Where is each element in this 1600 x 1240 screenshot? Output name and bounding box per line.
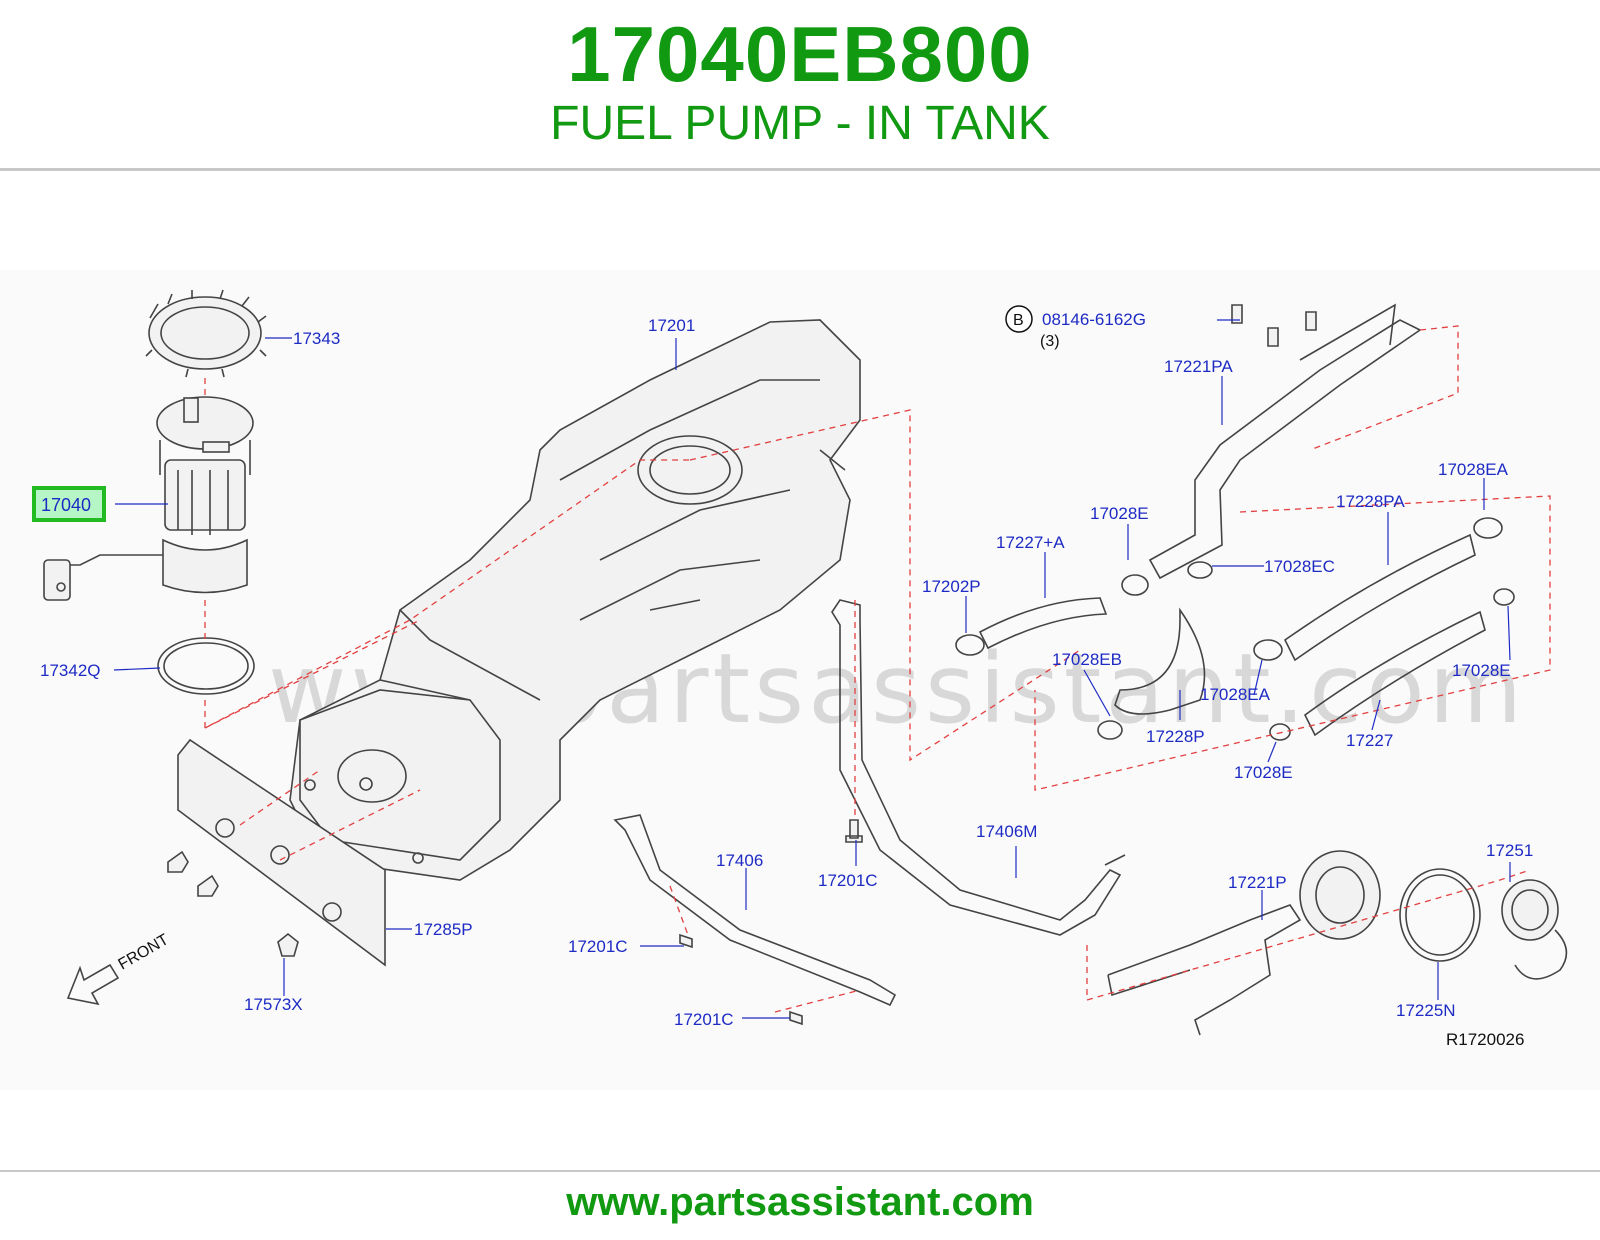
- bolts-drawing: [679, 304, 1317, 1026]
- callout-17201C-mid[interactable]: 17201C: [818, 871, 878, 890]
- footer-divider: [0, 1170, 1600, 1172]
- heat-shield-drawing: [177, 738, 386, 967]
- clips-drawing: [167, 850, 299, 957]
- callout-17028EA-top[interactable]: 17028EA: [1438, 460, 1509, 479]
- callout-17028E-bottom[interactable]: 17028E: [1234, 763, 1293, 782]
- fuel-cap-drawing: [1501, 879, 1568, 980]
- callout-17251[interactable]: 17251: [1486, 841, 1533, 860]
- callout-17228PA[interactable]: 17228PA: [1336, 492, 1405, 511]
- hoses-drawing: [955, 517, 1515, 741]
- callout-17028EA-mid[interactable]: 17028EA: [1200, 685, 1271, 704]
- callout-17227A[interactable]: 17227+A: [996, 533, 1065, 552]
- callout-17225N[interactable]: 17225N: [1396, 1001, 1456, 1020]
- callout-17201C-bottom[interactable]: 17201C: [674, 1010, 734, 1029]
- reference-dashed-lines: [204, 325, 1551, 1013]
- leader-lines: [113, 319, 1511, 1019]
- callout-17343[interactable]: 17343: [293, 329, 340, 348]
- callout-17406[interactable]: 17406: [716, 851, 763, 870]
- callout-17406M[interactable]: 17406M: [976, 822, 1037, 841]
- tank-strap-17406-drawing: [613, 814, 897, 1007]
- callout-17227[interactable]: 17227: [1346, 731, 1393, 750]
- o-ring-seal-drawing: [157, 637, 255, 695]
- tank-strap-17406M-drawing: [831, 599, 1126, 936]
- front-arrow-icon: [66, 963, 120, 1006]
- bolt-symbol-circle: [1005, 305, 1033, 333]
- filler-tube-upper-drawing: [1148, 303, 1422, 580]
- callout-17342Q[interactable]: 17342Q: [40, 661, 101, 680]
- callout-17028E-top[interactable]: 17028E: [1090, 504, 1149, 523]
- callout-17573X[interactable]: 17573X: [244, 995, 303, 1014]
- callout-17228P[interactable]: 17228P: [1146, 727, 1205, 746]
- fuel-tank-drawing: [289, 319, 861, 881]
- part-title: FUEL PUMP - IN TANK: [550, 97, 1050, 150]
- callout-17202P[interactable]: 17202P: [922, 577, 981, 596]
- callout-08146-6162G[interactable]: 08146-6162G: [1042, 310, 1146, 329]
- front-label: FRONT: [116, 931, 172, 973]
- callout-17028E-right[interactable]: 17028E: [1452, 661, 1511, 680]
- fuel-pump-module-drawing: [43, 396, 254, 601]
- header-divider: [0, 168, 1600, 171]
- callout-17028EC[interactable]: 17028EC: [1264, 557, 1335, 576]
- callout-17285P[interactable]: 17285P: [414, 920, 473, 939]
- reference-code: R1720026: [1446, 1030, 1524, 1049]
- callout-17028EB[interactable]: 17028EB: [1052, 650, 1122, 669]
- part-number-heading: 17040EB800: [567, 10, 1033, 98]
- callout-17221PA[interactable]: 17221PA: [1164, 357, 1233, 376]
- callout-17201[interactable]: 17201: [648, 316, 695, 335]
- bolt-quantity: (3): [1040, 333, 1060, 350]
- callout-17201C-left[interactable]: 17201C: [568, 937, 628, 956]
- lock-ring-drawing: [145, 289, 267, 378]
- highlight-box: [32, 486, 106, 522]
- footer-url[interactable]: www.partsassistant.com: [566, 1180, 1034, 1224]
- page-header: 17040EB800 FUEL PUMP - IN TANK: [0, 0, 1600, 168]
- filler-neck-lower-drawing: [1107, 850, 1381, 1036]
- callout-17040[interactable]: 17040: [41, 495, 91, 515]
- callout-17221P[interactable]: 17221P: [1228, 873, 1287, 892]
- bolt-symbol-label: B: [1013, 312, 1024, 329]
- filler-seal-drawing: [1399, 868, 1481, 962]
